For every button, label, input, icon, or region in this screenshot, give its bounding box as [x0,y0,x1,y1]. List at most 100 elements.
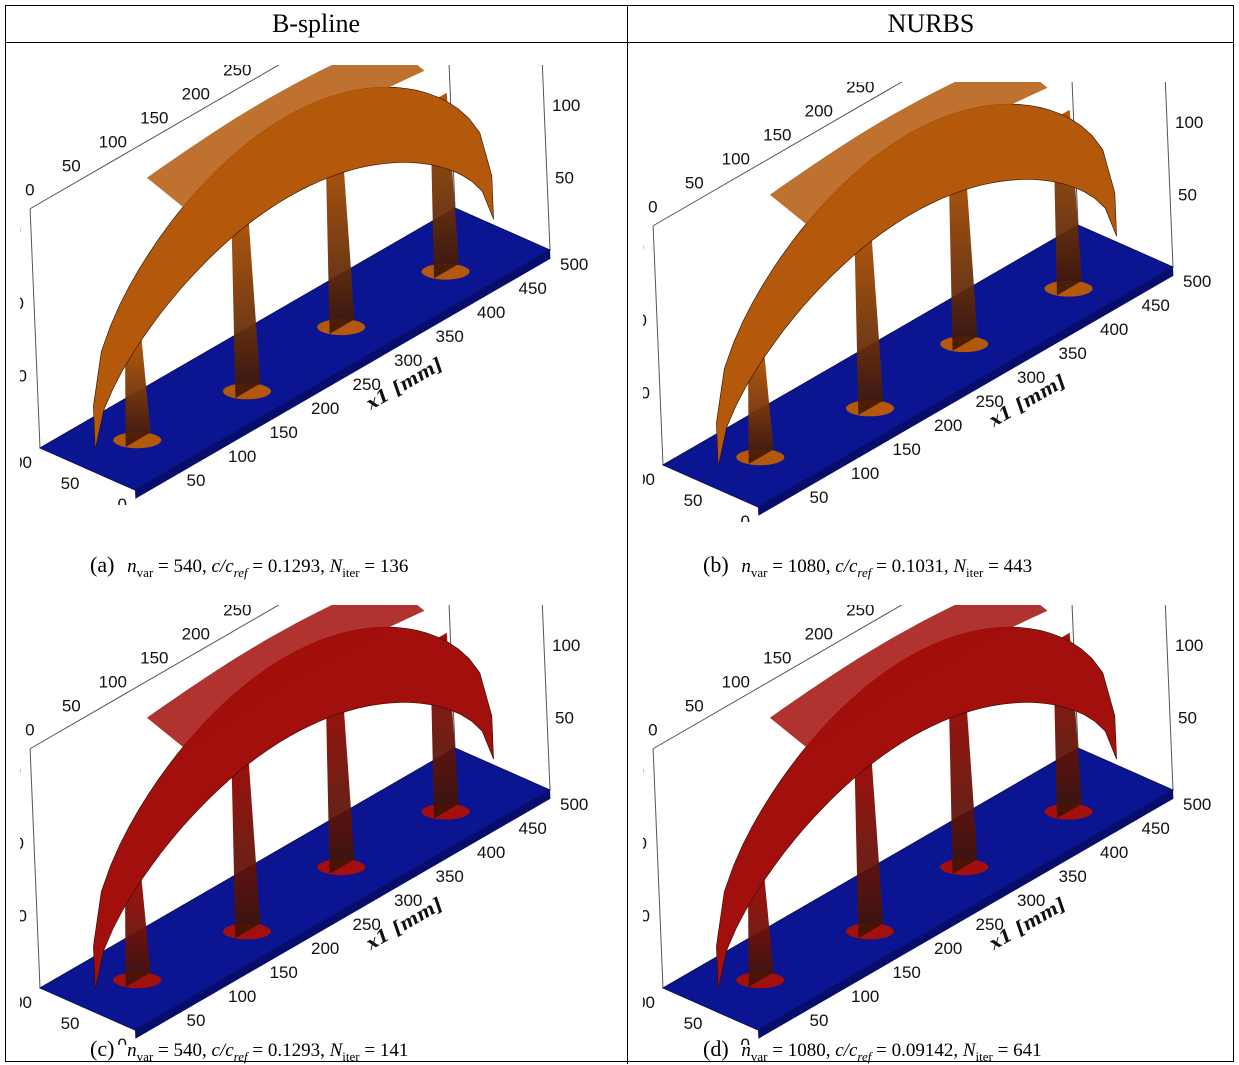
x3-tick-label: 150 [20,222,21,241]
caption-b: (b) nvar = 1080, c/cref = 0.1031, Niter … [703,552,1033,580]
pillar-foot [736,972,785,989]
x1-tick-label: 350 [1059,344,1087,363]
x3-tick-label: 50 [643,907,650,926]
pillar-foot [223,923,271,940]
x2-tick-label: 0 [741,1035,750,1045]
base-plate [661,747,1175,1031]
x1-tick-label: 450 [519,819,547,838]
axis-edge [1164,605,1174,791]
structure-plot: 0501001502002503003504004505005010015020… [20,65,588,505]
axis-edge [1164,82,1174,268]
pillar-foot [736,449,785,466]
caption-tag: (d) [703,1036,729,1061]
x1-tick-label: 500 [1183,272,1211,291]
pillar [325,148,355,334]
x1-tick-label: 500 [1183,795,1211,814]
x1-tick-label: 300 [1017,368,1045,387]
x1-top-tick-label: 50 [685,697,704,716]
x3-tick-label: 100 [643,834,647,853]
x1-tick-label: 200 [311,399,339,418]
x3-right-tick-label: 100 [1175,113,1203,132]
structure-plot: 0501001502002503003504004505005010015020… [20,605,588,1045]
x1-tick-label: 350 [1059,867,1087,886]
x1-tick-label: 50 [187,1011,206,1030]
x1-tick-label: 500 [560,255,588,274]
x1-tick-label: 250 [976,392,1004,411]
axis-edge [541,605,551,791]
x1-top-tick-label: 0 [648,198,657,217]
caption-d: (d) nvar = 1080, c/cref = 0.09142, Niter… [703,1036,1042,1064]
axis-edge [29,748,41,989]
base-plate-side [135,790,551,1039]
x3-right-tick-label: 50 [1178,186,1197,205]
x1-tick-label: 400 [477,303,505,322]
x3-tick-label: 50 [20,907,27,926]
pillar-foot [113,972,162,989]
axis-edge [29,605,280,750]
axis-edge [652,225,664,466]
x1-top-tick-label: 200 [182,85,210,104]
x2-tick-label: 50 [61,474,80,493]
axis-edge [29,208,41,449]
x1-top-tick-label: 150 [140,649,168,668]
x2-tick-label: 50 [684,491,703,510]
x1-tick-label: 200 [311,939,339,958]
caption-tag: (c) [90,1036,115,1061]
pillar-foot [317,319,366,336]
caption-tag: (b) [703,552,729,577]
x1-top-tick-label: 250 [846,82,874,97]
column-header-nurbs: NURBS [887,9,975,38]
x1-top-tick-label: 200 [805,625,833,644]
pillar [748,356,774,464]
x1-top-tick-label: 100 [99,673,127,692]
x1-top-tick-label: 0 [25,181,34,200]
pillar-foot [1044,803,1093,820]
x1-top-tick-label: 250 [223,65,251,80]
pillar [854,229,884,415]
pillar [854,752,884,938]
structure-plot: 0501001502002503003504004505005010015020… [643,605,1211,1045]
column-header-bspline: B-spline [271,9,361,38]
pillar-foot [940,859,989,876]
x1-tick-label: 150 [270,963,298,982]
axis-edge [652,605,903,750]
x1-tick-label: 350 [436,867,464,886]
pillar [125,879,151,987]
x1-tick-label: 300 [1017,891,1045,910]
figure-panel-d: 0501001502002503003504004505005010015020… [643,605,1223,1045]
x1-tick-label: 100 [228,447,256,466]
x3-tick-label: 150 [643,762,644,781]
axis-edge [652,748,664,989]
x3-right-tick-label: 100 [552,96,580,115]
x3-tick-label: 50 [20,367,27,386]
pillar [325,688,355,874]
x1-top-tick-label: 0 [648,721,657,740]
pillar [231,212,261,398]
x1-tick-label: 250 [353,915,381,934]
x1-top-tick-label: 50 [62,157,81,176]
figure-panel-a: 0501001502002503003504004505005010015020… [20,65,600,505]
base-plate-side [758,790,1174,1039]
pillar [231,752,261,938]
x1-top-tick-label: 200 [182,625,210,644]
figure-panel-b: 0501001502002503003504004505005010015020… [643,82,1223,522]
table-frame [5,5,1234,1062]
x1-tick-label: 400 [477,843,505,862]
pillar-foot [940,336,989,353]
base-plate-side [758,267,1174,516]
x1-top-tick-label: 150 [763,126,791,145]
caption-tag: (a) [90,552,115,577]
x1-tick-label: 450 [1142,296,1170,315]
deck-top [146,65,425,209]
caption-c: (c) nvar = 540, c/cref = 0.1293, Niter =… [90,1036,409,1064]
x2-tick-label: 0 [118,495,127,505]
x1-tick-label: 100 [851,987,879,1006]
x1-tick-label: 200 [934,939,962,958]
x1-top-tick-label: 150 [140,109,168,128]
pillar [948,165,978,351]
x1-tick-label: 400 [1100,843,1128,862]
x1-top-tick-label: 200 [805,102,833,121]
x2-tick-label: 0 [741,512,750,522]
figure-panel-c: 0501001502002503003504004505005010015020… [20,605,600,1045]
x1-tick-label: 300 [394,351,422,370]
